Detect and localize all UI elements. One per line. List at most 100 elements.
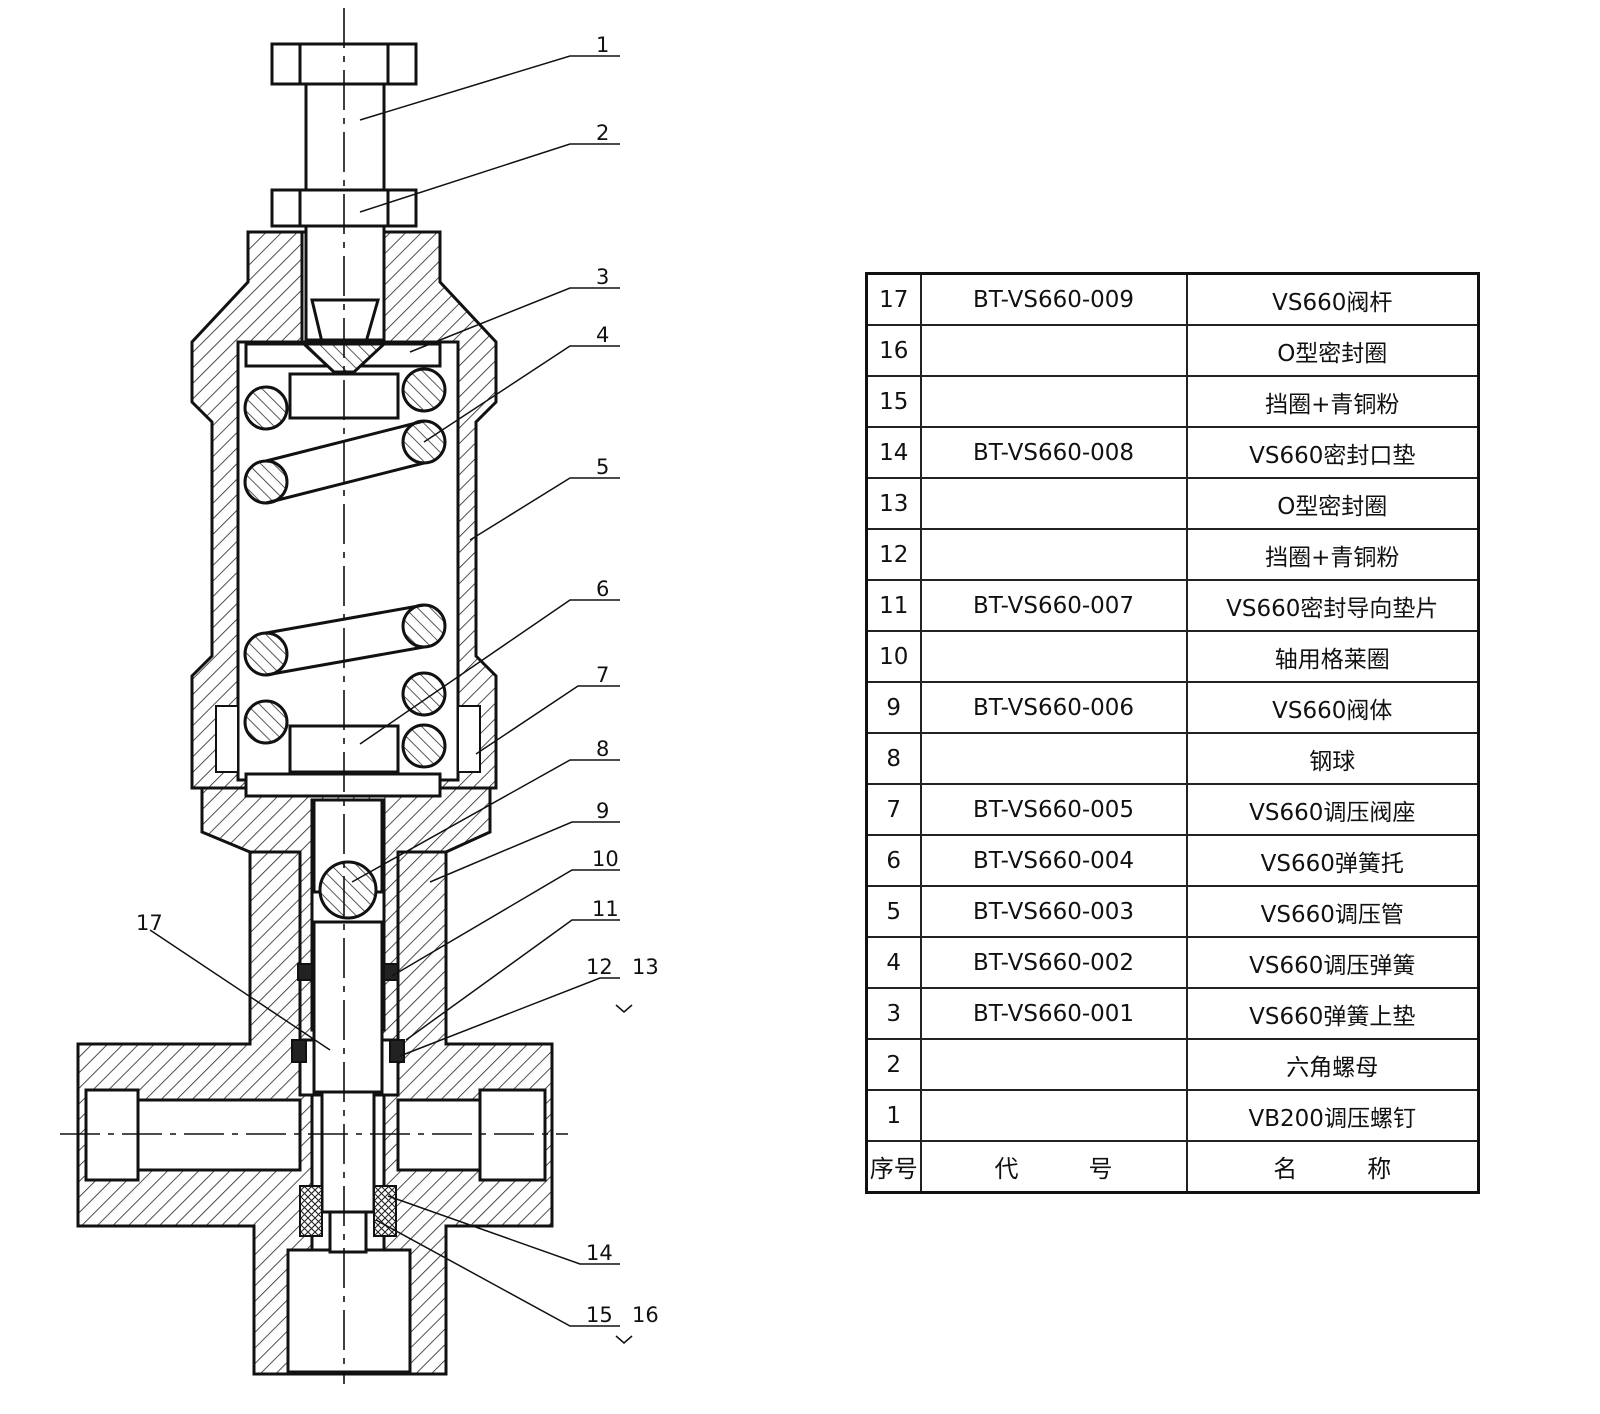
parts-cell-code: BT-VS660-005 — [919, 783, 1188, 836]
parts-cell-name: VB200调压螺钉 — [1185, 1089, 1480, 1142]
parts-cell-index: 5 — [865, 885, 922, 938]
parts-cell-name: VS660弹簧托 — [1185, 834, 1480, 887]
callout-12: 12 — [586, 955, 613, 979]
parts-cell-name: VS660密封口垫 — [1185, 426, 1480, 479]
parts-cell-index: 8 — [865, 732, 922, 785]
parts-cell-index: 7 — [865, 783, 922, 836]
parts-row: 1 VB200调压螺钉 — [865, 1089, 1480, 1142]
center-lines — [60, 8, 568, 1384]
parts-cell-code: BT-VS660-008 — [919, 426, 1188, 479]
callout-5: 5 — [596, 455, 609, 479]
parts-cell-name: VS660弹簧上垫 — [1185, 987, 1480, 1040]
parts-cell-name: 六角螺母 — [1185, 1038, 1480, 1091]
parts-cell-name: 钢球 — [1185, 732, 1480, 785]
parts-cell-index: 16 — [865, 324, 922, 377]
leader-lines — [149, 55, 633, 1344]
parts-row: 10 轴用格莱圈 — [865, 630, 1480, 683]
callout-16: 16 — [632, 1303, 659, 1327]
callout-7: 7 — [596, 663, 609, 687]
parts-cell-index: 14 — [865, 426, 922, 479]
parts-cell-index: 1 — [865, 1089, 922, 1142]
parts-cell-code: BT-VS660-006 — [919, 681, 1188, 734]
parts-cell-code — [919, 732, 1188, 785]
parts-cell-index: 12 — [865, 528, 922, 581]
parts-cell-name: VS660阀杆 — [1185, 272, 1480, 326]
valve-stem-part-17 — [312, 798, 384, 1254]
parts-cell-code — [919, 528, 1188, 581]
parts-cell-code: BT-VS660-004 — [919, 834, 1188, 887]
parts-cell-code: BT-VS660-009 — [919, 272, 1188, 326]
regulating-spring-part-4 — [243, 367, 447, 769]
parts-cell-name: VS660调压弹簧 — [1185, 936, 1480, 989]
parts-cell-code: BT-VS660-002 — [919, 936, 1188, 989]
callout-13: 13 — [632, 955, 659, 979]
parts-cell-code — [919, 1089, 1188, 1142]
parts-row: 13 O型密封圈 — [865, 477, 1480, 530]
callout-1: 1 — [596, 33, 609, 57]
steel-ball-part-8 — [318, 860, 378, 920]
header-name-right: 称 — [1367, 1155, 1392, 1183]
parts-header-row: 序号代号名称 — [865, 1140, 1480, 1194]
header-code: 代号 — [919, 1140, 1188, 1194]
valve-body-part-9 — [76, 850, 554, 1376]
parts-cell-name: 轴用格莱圈 — [1185, 630, 1480, 683]
parts-cell-code: BT-VS660-007 — [919, 579, 1188, 632]
header-index: 序号 — [865, 1140, 922, 1194]
header-name-left: 名 — [1273, 1155, 1298, 1183]
parts-cell-index: 11 — [865, 579, 922, 632]
header-name: 名称 — [1185, 1140, 1480, 1194]
parts-cell-code — [919, 477, 1188, 530]
callout-9: 9 — [596, 799, 609, 823]
parts-row: 8 钢球 — [865, 732, 1480, 785]
parts-cell-index: 3 — [865, 987, 922, 1040]
parts-cell-code: BT-VS660-001 — [919, 987, 1188, 1040]
parts-row: 12 挡圈+青铜粉 — [865, 528, 1480, 581]
parts-cell-name: VS660调压阀座 — [1185, 783, 1480, 836]
header-code-right: 号 — [1088, 1155, 1113, 1183]
callout-3: 3 — [596, 265, 609, 289]
callout-17: 17 — [136, 911, 163, 935]
callout-15: 15 — [586, 1303, 613, 1327]
parts-cell-code — [919, 324, 1188, 377]
parts-cell-index: 13 — [865, 477, 922, 530]
parts-row: 16 O型密封圈 — [865, 324, 1480, 377]
parts-cell-name: O型密封圈 — [1185, 324, 1480, 377]
parts-cell-name: O型密封圈 — [1185, 477, 1480, 530]
callout-8: 8 — [596, 737, 609, 761]
parts-cell-index: 10 — [865, 630, 922, 683]
parts-cell-code: BT-VS660-003 — [919, 885, 1188, 938]
callout-4: 4 — [596, 323, 609, 347]
parts-row: 2 六角螺母 — [865, 1038, 1480, 1091]
parts-cell-name: VS660密封导向垫片 — [1185, 579, 1480, 632]
parts-cell-index: 17 — [865, 272, 922, 326]
parts-cell-code — [919, 1038, 1188, 1091]
callout-2: 2 — [596, 121, 609, 145]
parts-cell-index: 6 — [865, 834, 922, 887]
parts-cell-index: 4 — [865, 936, 922, 989]
callout-11: 11 — [592, 897, 619, 921]
parts-cell-index: 9 — [865, 681, 922, 734]
parts-cell-name: VS660阀体 — [1185, 681, 1480, 734]
parts-cell-code — [919, 630, 1188, 683]
callout-6: 6 — [596, 577, 609, 601]
parts-cell-name: 挡圈+青铜粉 — [1185, 528, 1480, 581]
callout-10: 10 — [592, 847, 619, 871]
callout-labels: 1 2 3 4 5 6 7 8 9 10 11 12 13 14 15 16 1… — [136, 33, 659, 1327]
seal-rings — [215, 705, 481, 1237]
parts-cell-index: 2 — [865, 1038, 922, 1091]
callout-14: 14 — [586, 1241, 613, 1265]
parts-cell-name: 挡圈+青铜粉 — [1185, 375, 1480, 428]
